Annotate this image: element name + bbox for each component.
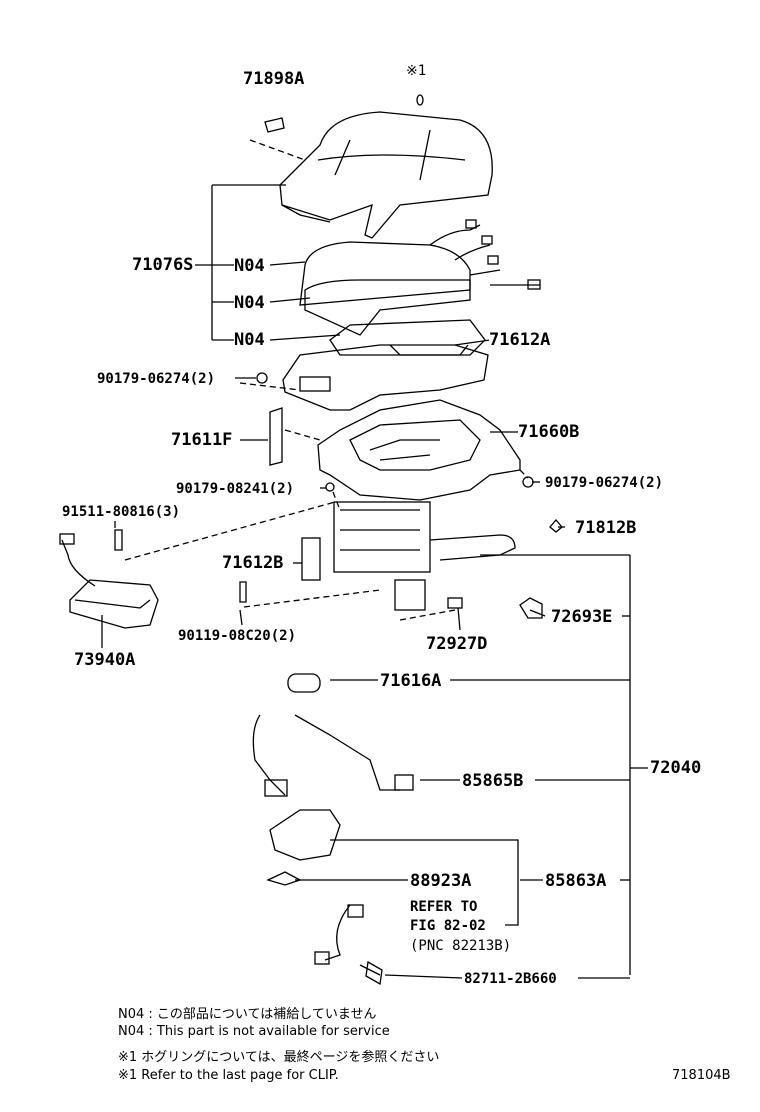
label-N04-2: N04 — [234, 293, 265, 313]
label-73940A: 73940A — [74, 650, 136, 670]
label-85863A: 85863A — [545, 871, 607, 891]
label-71612B: 71612B — [222, 553, 284, 573]
label-71660B: 71660B — [518, 422, 580, 442]
label-82711-2B660: 82711-2B660 — [464, 970, 557, 988]
label-mark1: ※1 — [406, 62, 427, 80]
label-71616A: 71616A — [380, 671, 442, 691]
label-N04-3: N04 — [234, 330, 265, 350]
label-refer-to: REFER TO — [410, 898, 478, 916]
label-fig: FIG 82-02 — [410, 917, 486, 935]
note-n04-jp: N04 : この部品については補給していません — [118, 1007, 377, 1022]
label-71612A: 71612A — [489, 330, 551, 350]
label-71812B: 71812B — [575, 518, 637, 538]
label-90179-08241: 90179-08241(2) — [176, 480, 295, 498]
label-91511-80816: 91511-80816(3) — [62, 503, 181, 521]
ecu-module-drawing — [59, 533, 159, 629]
label-72040: 72040 — [650, 758, 702, 778]
harness-85863A-drawing — [266, 809, 383, 986]
label-pnc: (PNC 82213B) — [410, 937, 512, 955]
label-88923A: 88923A — [410, 871, 472, 891]
label-90179-06274-right: 90179-06274(2) — [545, 474, 664, 492]
label-71611F: 71611F — [171, 430, 233, 450]
figure-number: 718104B — [672, 1068, 731, 1083]
note-n04-en: N04 : This part is not available for ser… — [118, 1024, 390, 1039]
label-90179-06274-left: 90179-06274(2) — [97, 370, 216, 388]
label-71076S: 71076S — [132, 255, 194, 275]
seat-frame-drawing — [317, 399, 521, 611]
label-85865B: 85865B — [462, 771, 524, 791]
label-72693E: 72693E — [551, 607, 613, 627]
label-71898A: 71898A — [243, 69, 305, 89]
small-parts-drawing — [114, 94, 563, 619]
dashed-leaders — [124, 139, 529, 621]
seat-cover-drawing — [279, 111, 493, 239]
grommet-drawing — [287, 673, 321, 693]
note-clip-jp: ※1 ホグリングについては、最終ページを参照ください — [118, 1050, 440, 1065]
label-N04-1: N04 — [234, 256, 265, 276]
seat-pad-drawing — [282, 241, 489, 411]
harness-85865B-drawing — [252, 714, 414, 797]
upper-harness-drawing — [429, 219, 541, 290]
label-72927D: 72927D — [426, 634, 488, 654]
label-90119-08C20: 90119-08C20(2) — [178, 627, 297, 645]
note-clip-en: ※1 Refer to the last page for CLIP. — [118, 1068, 339, 1083]
solid-leaders — [101, 184, 648, 979]
